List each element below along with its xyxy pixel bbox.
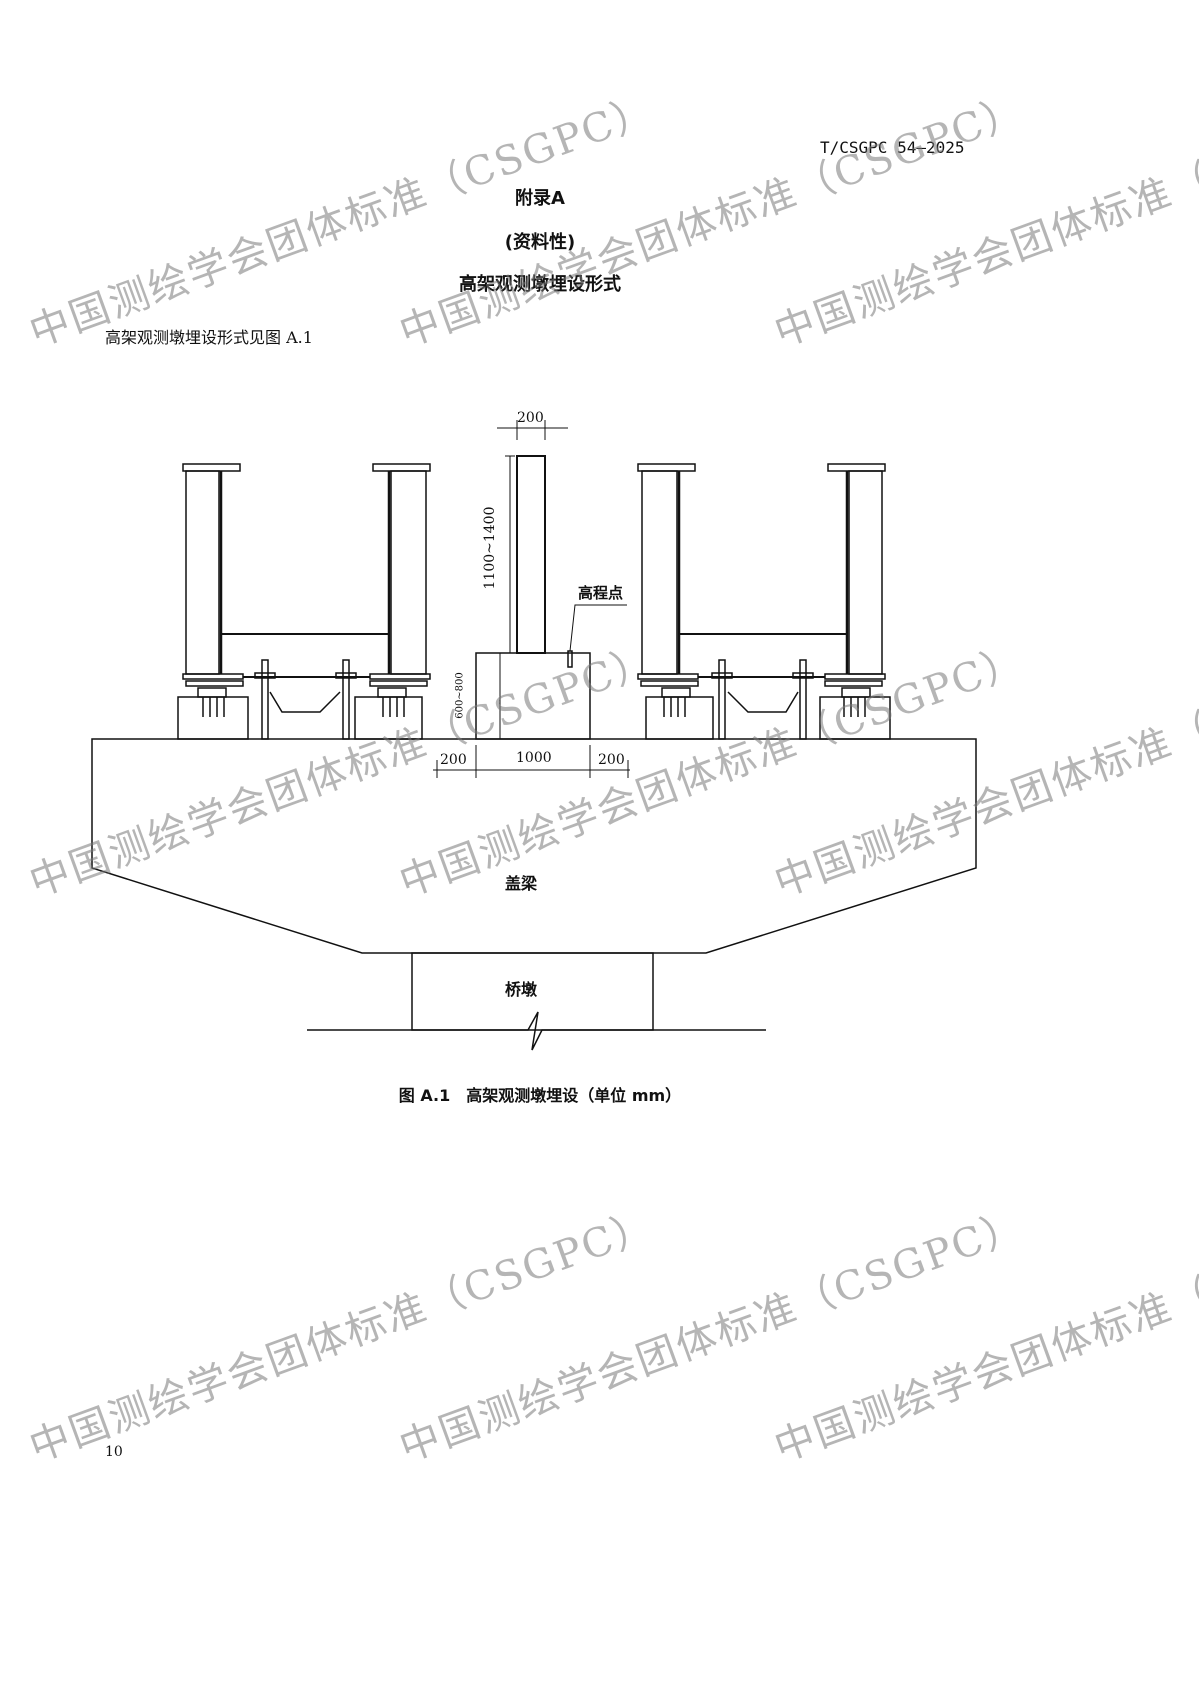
appendix-type: (资料性) — [504, 232, 576, 253]
steel-frame-right — [636, 462, 892, 741]
dim-base-height: 600~800 — [454, 672, 466, 719]
ground-line — [307, 1011, 766, 1051]
pedestal-column — [516, 455, 546, 654]
cap-beam-label: 盖梁 — [505, 874, 538, 893]
dim-left-margin: 200 — [440, 752, 467, 768]
pier-label: 桥墩 — [505, 980, 538, 999]
cap-beam-outline — [91, 738, 977, 954]
bridge-pier — [411, 952, 654, 1031]
intro-text: 高架观测墩埋设形式见图 A.1 — [105, 328, 313, 347]
dim-right-margin: 200 — [598, 752, 625, 768]
steel-frame-left — [177, 463, 431, 740]
dim-base-width: 1000 — [516, 750, 552, 766]
dim-column-width: 200 — [517, 410, 544, 426]
benchmark-label: 高程点 — [578, 584, 624, 602]
appendix-subtitle: 高架观测墩埋设形式 — [459, 274, 621, 295]
pedestal-base — [475, 652, 591, 740]
standard-number: T/CSGPC 54—2025 — [820, 138, 965, 157]
dim-column-height: 1100~1400 — [482, 506, 498, 590]
figure-caption: 图 A.1 高架观测墩埋设（单位 mm） — [398, 1086, 682, 1105]
page-number: 10 — [105, 1444, 123, 1460]
appendix-title: 附录A — [515, 188, 565, 209]
